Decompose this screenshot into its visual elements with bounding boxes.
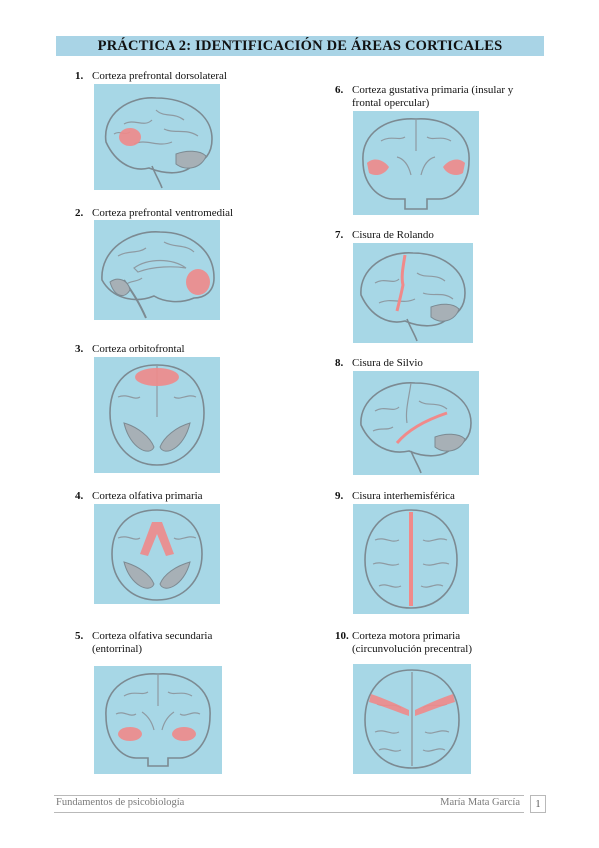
- figure-ventral-brain-orbitofrontal: [94, 357, 220, 473]
- item-text: Corteza olfativa primaria: [92, 490, 203, 502]
- footer-author: María Mata García: [440, 797, 520, 808]
- brain-lateral-icon: [360, 382, 472, 474]
- item-text: Corteza olfativa secundaria: [92, 630, 213, 642]
- item-text: Cisura de Silvio: [352, 357, 423, 369]
- item-number: 5.: [75, 630, 84, 642]
- figure-coronal-brain-insular: [353, 111, 479, 215]
- brain-ventral-icon: [109, 364, 205, 466]
- item-text-continued: (entorrinal): [92, 643, 143, 655]
- item-number: 3.: [75, 343, 84, 355]
- item-text: Corteza orbitofrontal: [92, 343, 185, 355]
- page-footer: Fundamentos de psicobiología María Mata …: [54, 795, 524, 813]
- item-label-7: 7. Cisura de Rolando: [335, 229, 434, 242]
- page-title-bar: PRÁCTICA 2: IDENTIFICACIÓN DE ÁREAS CORT…: [56, 36, 544, 56]
- item-text-continued: (circunvolución precentral): [352, 643, 473, 655]
- item-text: Corteza gustativa primaria (insular y: [352, 84, 514, 96]
- item-label-3: 3. Corteza orbitofrontal: [75, 343, 185, 356]
- item-text-continued: frontal opercular): [352, 97, 430, 109]
- item-label-5: 5. Corteza olfativa secundaria(entorrinal…: [75, 630, 212, 656]
- figure-lateral-brain-prefrontal: [94, 84, 220, 190]
- page-title: PRÁCTICA 2: IDENTIFICACIÓN DE ÁREAS CORT…: [97, 37, 503, 54]
- item-number: 7.: [335, 229, 344, 241]
- item-number: 4.: [75, 490, 84, 502]
- figure-medial-brain-ventromedial: [94, 220, 220, 320]
- item-number: 2.: [75, 207, 84, 219]
- item-text: Cisura interhemisférica: [352, 490, 455, 502]
- item-number: 6.: [335, 84, 344, 96]
- item-label-1: 1. Corteza prefrontal dorsolateral: [75, 70, 227, 83]
- item-text: Cisura de Rolando: [352, 229, 434, 241]
- brain-dorsal-icon: [364, 509, 458, 609]
- footer-course: Fundamentos de psicobiología: [56, 797, 185, 808]
- figure-lateral-brain-silvio: [353, 371, 479, 475]
- item-number: 1.: [75, 70, 84, 82]
- figure-lateral-brain-rolando: [353, 243, 473, 343]
- item-text: Corteza prefrontal dorsolateral: [92, 70, 227, 82]
- brain-dorsal-icon: [364, 669, 460, 769]
- item-label-9: 9. Cisura interhemisférica: [335, 490, 455, 503]
- item-number: 10.: [335, 630, 349, 642]
- item-label-2: 2. Corteza prefrontal ventromedial: [75, 207, 233, 220]
- item-text: Corteza motora primaria: [352, 630, 461, 642]
- item-label-4: 4. Corteza olfativa primaria: [75, 490, 203, 503]
- brain-coronal-icon: [105, 673, 211, 767]
- figure-coronal-brain-entorhinal: [94, 666, 222, 774]
- brain-coronal-icon: [362, 118, 470, 210]
- figure-ventral-brain-olfactory: [94, 504, 220, 604]
- item-label-10: 10.Corteza motora primaria(circunvolució…: [335, 630, 472, 656]
- item-number: 8.: [335, 357, 344, 369]
- figure-dorsal-brain-interhemispheric: [353, 504, 469, 614]
- brain-lateral-icon: [360, 252, 466, 342]
- item-text: Corteza prefrontal ventromedial: [92, 207, 234, 219]
- item-label-8: 8. Cisura de Silvio: [335, 357, 423, 370]
- brain-medial-icon: [101, 231, 215, 319]
- brain-ventral-icon: [111, 509, 203, 601]
- item-number: 9.: [335, 490, 344, 502]
- brain-lateral-icon: [104, 97, 213, 189]
- page-number: 1: [530, 795, 546, 813]
- figure-dorsal-brain-motor: [353, 664, 471, 774]
